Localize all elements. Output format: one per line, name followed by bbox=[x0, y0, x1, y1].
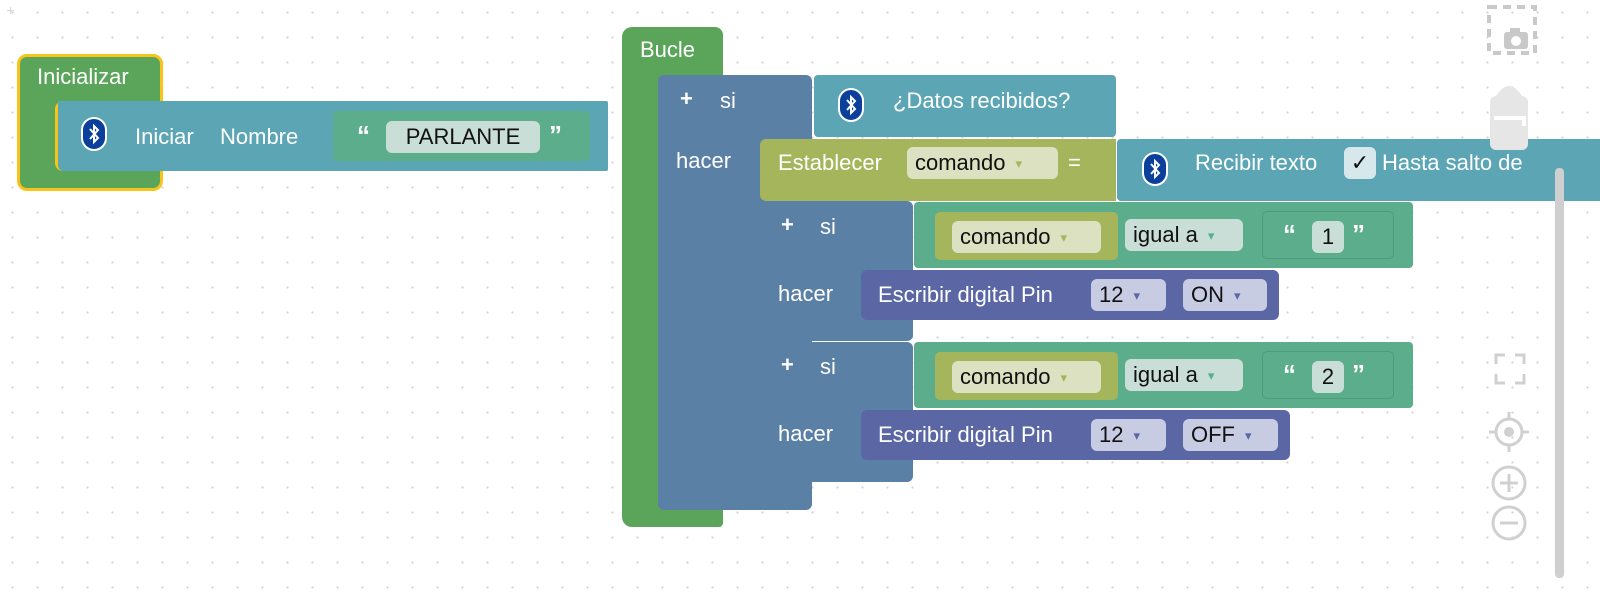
dropdown-arrow-icon: ▾ bbox=[1234, 287, 1241, 303]
compare-value-input-1[interactable]: 1 bbox=[1312, 221, 1344, 253]
compare-var-dropdown-1[interactable]: comando ▾ bbox=[952, 221, 1101, 253]
compare-var-dropdown-2[interactable]: comando ▾ bbox=[952, 361, 1101, 393]
compare-var-value-2: comando bbox=[960, 364, 1051, 389]
if1-plus-icon[interactable]: + bbox=[680, 86, 693, 111]
zoom-in-icon bbox=[1491, 465, 1527, 501]
quote-open-icon: “ bbox=[1283, 359, 1296, 389]
pin-dropdown-1[interactable]: 12 ▾ bbox=[1091, 279, 1166, 311]
inner-if2-si-label: si bbox=[820, 354, 836, 379]
zoom-out-button[interactable] bbox=[1490, 504, 1528, 547]
init-block-mask bbox=[17, 94, 57, 180]
set-var-dropdown[interactable]: comando ▾ bbox=[907, 147, 1058, 179]
vertical-scrollbar[interactable] bbox=[1555, 168, 1564, 578]
compare-value-1: 1 bbox=[1321, 224, 1335, 249]
bluetooth-icon bbox=[838, 88, 864, 122]
center-button[interactable] bbox=[1489, 412, 1529, 457]
bluetooth-icon bbox=[81, 117, 107, 151]
state-dropdown-1[interactable]: ON ▾ bbox=[1183, 279, 1267, 311]
state-value-2: OFF bbox=[1191, 422, 1235, 447]
init-name-value: PARLANTE bbox=[405, 124, 521, 149]
dropdown-arrow-icon: ▾ bbox=[1245, 427, 1252, 443]
compare-value-2: 2 bbox=[1321, 364, 1335, 389]
trash-icon bbox=[1490, 86, 1528, 150]
loop-title: Bucle bbox=[640, 37, 696, 62]
trash-button[interactable] bbox=[1480, 78, 1538, 155]
if1-hacer-label: hacer bbox=[676, 148, 732, 173]
screenshot-button[interactable] bbox=[1486, 4, 1538, 61]
set-var-value: comando bbox=[915, 150, 1006, 175]
compare-op-value-2: igual a bbox=[1133, 362, 1198, 387]
dropdown-arrow-icon: ▾ bbox=[1060, 229, 1068, 245]
fit-screen-button[interactable] bbox=[1493, 352, 1527, 391]
bluetooth-icon bbox=[1142, 152, 1168, 186]
until-label: Hasta salto de bbox=[1382, 150, 1523, 175]
quote-open-icon: “ bbox=[357, 120, 370, 150]
quote-close-icon: ” bbox=[1352, 359, 1365, 389]
quote-open-icon: “ bbox=[1283, 219, 1296, 249]
check-icon: ✓ bbox=[1350, 150, 1370, 175]
dropdown-arrow-icon: ▾ bbox=[1133, 287, 1141, 303]
inner-if1-plus-icon[interactable]: + bbox=[781, 212, 794, 237]
state-value-1: ON bbox=[1191, 282, 1224, 307]
zoom-out-icon bbox=[1491, 505, 1527, 541]
state-dropdown-2[interactable]: OFF ▾ bbox=[1183, 419, 1278, 451]
dropdown-arrow-icon: ▾ bbox=[1133, 427, 1141, 443]
pin-value-2: 12 bbox=[1099, 422, 1124, 447]
digital-write-label-2: Escribir digital Pin bbox=[878, 422, 1053, 447]
compare-op-dropdown-1[interactable]: igual a ▾ bbox=[1125, 219, 1243, 251]
quote-close-icon: ” bbox=[1352, 219, 1365, 249]
compare-value-input-2[interactable]: 2 bbox=[1312, 361, 1344, 393]
inner-if2-hacer-label: hacer bbox=[778, 421, 834, 446]
dropdown-arrow-icon: ▾ bbox=[1015, 155, 1023, 171]
quote-close-icon: ” bbox=[549, 120, 562, 150]
if1-si-label: si bbox=[720, 88, 736, 113]
dropdown-arrow-icon: ▾ bbox=[1207, 227, 1215, 243]
fit-screen-icon bbox=[1494, 353, 1526, 385]
compare-op-dropdown-2[interactable]: igual a ▾ bbox=[1125, 359, 1243, 391]
init-nombre-label: Nombre bbox=[220, 124, 299, 149]
init-iniciar-label: Iniciar bbox=[135, 124, 194, 149]
digital-write-label-1: Escribir digital Pin bbox=[878, 282, 1053, 307]
pin-dropdown-2[interactable]: 12 ▾ bbox=[1091, 419, 1166, 451]
init-name-input[interactable]: PARLANTE bbox=[386, 121, 540, 153]
pin-value-1: 12 bbox=[1099, 282, 1124, 307]
receive-label: Recibir texto bbox=[1195, 150, 1318, 175]
camera-icon bbox=[1487, 5, 1537, 55]
inner-if1-si-label: si bbox=[820, 214, 836, 239]
dropdown-arrow-icon: ▾ bbox=[1207, 367, 1215, 383]
set-eq-label: = bbox=[1068, 150, 1081, 175]
dropdown-arrow-icon: ▾ bbox=[1060, 369, 1068, 385]
compare-op-value-1: igual a bbox=[1133, 222, 1198, 247]
until-newline-checkbox[interactable]: ✓ bbox=[1344, 147, 1376, 179]
inner-if2-plus-icon[interactable]: + bbox=[781, 352, 794, 377]
init-title: Inicializar bbox=[37, 64, 129, 89]
target-icon bbox=[1489, 412, 1529, 452]
condition-label: ¿Datos recibidos? bbox=[893, 88, 1071, 113]
zoom-in-button[interactable] bbox=[1490, 464, 1528, 507]
compare-var-value-1: comando bbox=[960, 224, 1051, 249]
inner-if1-hacer-label: hacer bbox=[778, 281, 834, 306]
condition-block[interactable] bbox=[814, 75, 1116, 137]
set-label: Establecer bbox=[778, 150, 882, 175]
